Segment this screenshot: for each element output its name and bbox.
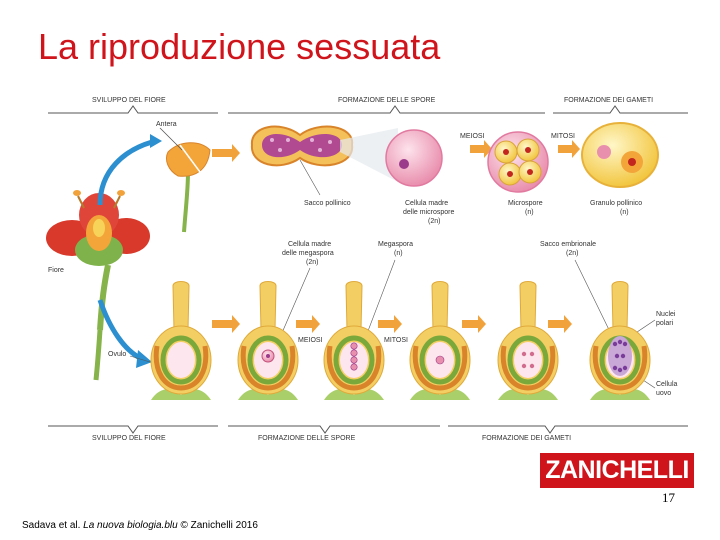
credit-publisher: © Zanichelli 2016 xyxy=(178,520,258,531)
label-cellula-uovo-1: Cellula xyxy=(656,381,678,388)
header-gamete-formation-top: FORMAZIONE DEI GAMETI xyxy=(564,97,653,104)
arrow-flower-to-ovule xyxy=(100,300,140,358)
credit-authors: Sadava et al. xyxy=(22,520,83,531)
credit-line: Sadava et al. La nuova biologia.blu © Za… xyxy=(22,520,258,531)
label-microspore-2: (n) xyxy=(525,209,534,216)
label-megaspora-2: (n) xyxy=(394,250,403,257)
ovule-stage-4 xyxy=(410,282,470,401)
label-sacco-pollinico: Sacco pollinico xyxy=(304,200,351,207)
label-microspore-1: Microspore xyxy=(508,200,543,207)
label-nuclei-1: Nuclei xyxy=(656,311,676,318)
ovule-stage-3 xyxy=(324,282,384,401)
header-flower-development-top: SVILUPPO DEL FIORE xyxy=(92,97,166,104)
pollen-sac-illustration xyxy=(252,127,352,166)
credit-book-title: La nuova biologia.blu xyxy=(83,520,178,531)
header-spore-formation-top: FORMAZIONE DELLE SPORE xyxy=(338,97,436,104)
label-meiosi-bottom: MEIOSI xyxy=(298,337,323,344)
label-nuclei-2: polari xyxy=(656,320,674,327)
label-ovulo: Ovulo xyxy=(108,351,126,358)
header-flower-development-bottom: SVILUPPO DEL FIORE xyxy=(92,435,166,442)
anther-illustration xyxy=(166,143,210,232)
header-gamete-formation-bottom: FORMAZIONE DEI GAMETI xyxy=(482,435,571,442)
label-granulo-2: (n) xyxy=(620,209,629,216)
label-mitosi-bottom: MITOSI xyxy=(384,337,408,344)
arrow-top-3 xyxy=(558,140,580,158)
microspores-illustration xyxy=(488,132,548,192)
label-cellula-madre-micro-3: (2n) xyxy=(428,218,440,225)
microspore-mother-cell xyxy=(386,130,442,186)
zanichelli-logo: ZANICHELLI xyxy=(540,453,694,488)
ovule-stage-1 xyxy=(151,282,211,401)
label-granulo-1: Granulo pollinico xyxy=(590,200,642,207)
label-sacco-embrionale-2: (2n) xyxy=(566,250,578,257)
label-meiosi-top: MEIOSI xyxy=(460,133,485,140)
label-antera: Antera xyxy=(156,121,177,128)
label-cellula-madre-micro-1: Cellula madre xyxy=(405,200,448,207)
label-cellula-madre-mega-3: (2n) xyxy=(306,259,318,266)
ovule-stage-6 xyxy=(590,282,650,401)
label-megaspora-1: Megaspora xyxy=(378,241,413,248)
arrow-top-1 xyxy=(212,144,240,162)
ovule-stage-2 xyxy=(238,282,298,401)
ovule-stage-5 xyxy=(498,282,558,401)
label-fiore: Fiore xyxy=(48,267,64,274)
label-cellula-madre-mega-2: delle megaspora xyxy=(282,250,334,257)
anther-pointer xyxy=(160,128,182,150)
label-cellula-madre-micro-2: delle microspore xyxy=(403,209,454,216)
label-mitosi-top: MITOSI xyxy=(551,133,575,140)
label-sacco-embrionale-1: Sacco embrionale xyxy=(540,241,596,248)
label-cellula-uovo-2: uovo xyxy=(656,390,671,397)
page-number: 17 xyxy=(662,490,675,506)
pollen-grain-illustration xyxy=(582,123,658,187)
header-spore-formation-bottom: FORMAZIONE DELLE SPORE xyxy=(258,435,356,442)
label-cellula-madre-mega-1: Cellula madre xyxy=(288,241,331,248)
